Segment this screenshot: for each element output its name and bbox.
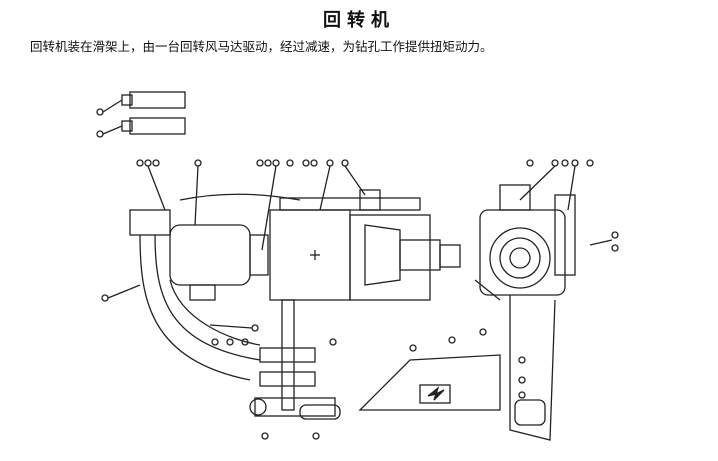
side-view bbox=[474, 184, 613, 441]
mounting-plate bbox=[358, 354, 501, 411]
page-title: 回转机 bbox=[323, 10, 395, 31]
description-text: 回转机装在滑架上，由一台回转风马达驱动，经过减速，为钻孔工作提供扭矩动力。 bbox=[30, 39, 493, 54]
gearbox bbox=[269, 189, 461, 301]
air-motor bbox=[129, 193, 301, 381]
valve-blocks bbox=[96, 91, 186, 138]
callouts bbox=[101, 159, 619, 440]
hose-fittings bbox=[249, 299, 341, 420]
